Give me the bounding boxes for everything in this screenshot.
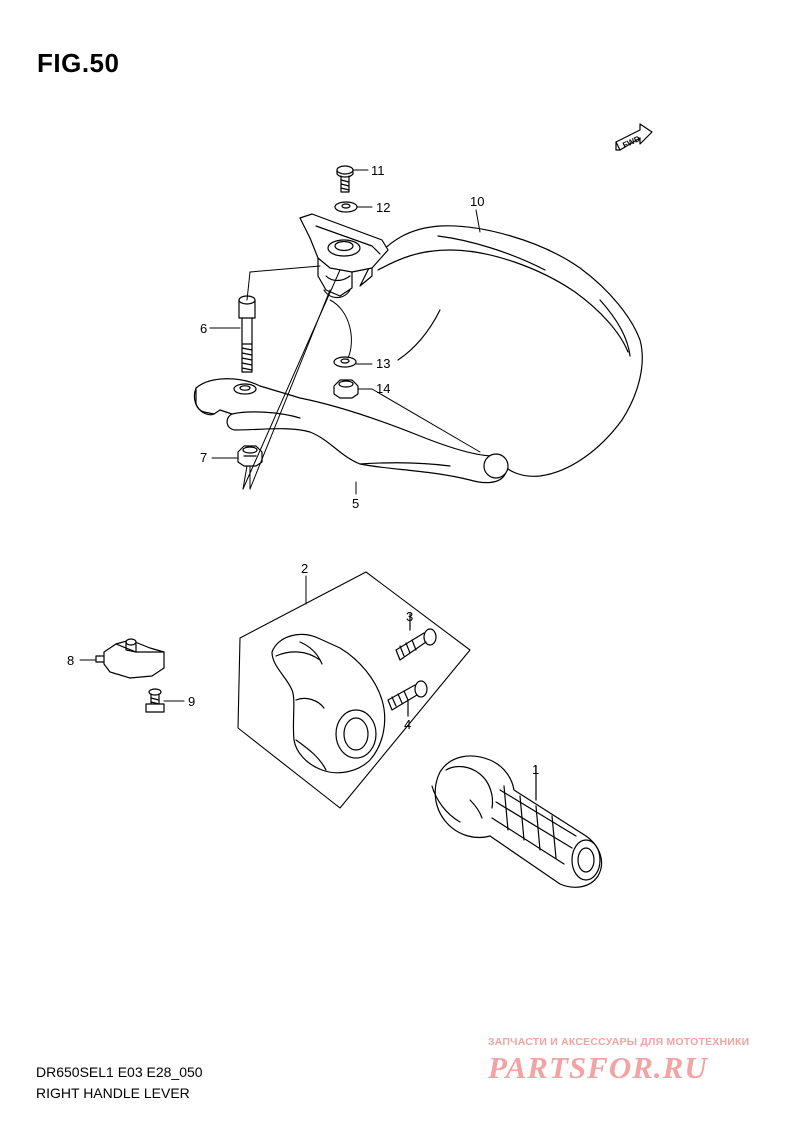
guard-mount-bracket <box>299 213 389 299</box>
figure-title: FIG.50 <box>37 48 120 78</box>
hand-guard <box>359 225 643 477</box>
screw-11 <box>336 165 354 193</box>
switch-8 <box>79 638 165 679</box>
callout-9: 9 <box>188 694 195 709</box>
brake-lever <box>193 378 509 484</box>
screw-4 <box>387 680 428 717</box>
callout-11: 11 <box>371 163 385 178</box>
watermark-tagline: ЗАПЧАСТИ И АКСЕССУАРЫ ДЛЯ МОТОТЕХНИКИ <box>488 1036 750 1048</box>
fwd-label: FWD <box>621 134 642 150</box>
callout-14: 14 <box>376 381 390 396</box>
screw-9 <box>145 688 185 713</box>
washer-12 <box>334 201 358 213</box>
callout-13: 13 <box>376 356 390 371</box>
callout-12: 12 <box>376 200 390 215</box>
washer-13 <box>333 356 357 368</box>
fwd-arrow-icon: FWD <box>615 123 653 151</box>
callout-1: 1 <box>532 762 539 777</box>
callout-10: 10 <box>470 194 484 209</box>
assembly-lines-upper <box>209 169 481 495</box>
callout-5: 5 <box>352 496 359 511</box>
watermark-logo: PARTSFOR.RU <box>488 1050 708 1085</box>
callout-6: 6 <box>200 321 207 336</box>
nut-14 <box>333 379 359 399</box>
callout-7: 7 <box>200 450 207 465</box>
callout-2: 2 <box>301 561 308 576</box>
callout-3: 3 <box>406 609 413 624</box>
throttle-grip <box>431 755 603 888</box>
nut-7 <box>237 445 263 467</box>
switch-assembly-box <box>237 571 471 809</box>
callout-labels: 1 2 3 4 5 6 7 8 9 10 11 12 13 14 <box>67 163 539 777</box>
screw-3 <box>395 613 437 661</box>
model-code: DR650SEL1 E03 E28_050 <box>36 1064 203 1080</box>
section-name: RIGHT HANDLE LEVER <box>36 1085 190 1101</box>
callout-8: 8 <box>67 653 74 668</box>
throttle-housing <box>271 633 386 774</box>
callout-4: 4 <box>404 717 411 732</box>
bolt-6 <box>238 295 256 373</box>
